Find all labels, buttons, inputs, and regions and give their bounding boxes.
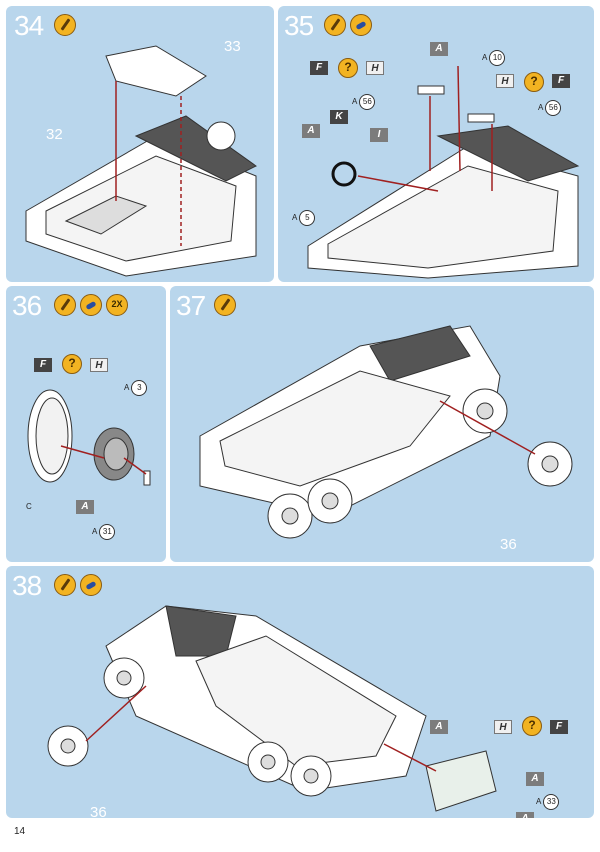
step-36-drawing (27, 389, 151, 486)
step-38-panel: 38 36 A H ? F A A33 A (6, 566, 594, 818)
paint-code-a-flag-top: A (430, 720, 448, 734)
paint-brush-icon (214, 294, 236, 316)
step-number: 38 (12, 570, 42, 601)
help-icon: ? (62, 354, 82, 374)
paint-code-h-flag: H (494, 720, 512, 734)
step-number: 35 (284, 10, 314, 41)
paint-brush-icon (54, 574, 76, 596)
paint-code-h-flag: H (90, 358, 108, 372)
part-label-32: 32 (46, 126, 63, 143)
step-37-drawing (199, 325, 573, 539)
step-number: 34 (14, 10, 44, 41)
paint-code-f-flag: F (34, 358, 52, 372)
step-35-drawing (307, 65, 580, 279)
help-icon: ? (522, 716, 542, 736)
glue-icon (350, 14, 372, 36)
paint-code-a-flag-bottom: A (516, 812, 534, 818)
paint-code-a-flag: A (430, 42, 448, 56)
paint-brush-icon (54, 14, 76, 36)
step-number: 37 (176, 290, 206, 321)
paint-code-k-flag: K (330, 110, 348, 124)
step-34-drawing (25, 45, 257, 277)
page-number: 14 (14, 826, 26, 837)
part-label-36: 36 (500, 536, 517, 553)
paint-code-f-flag-right: F (552, 74, 570, 88)
quantity-badge: 2X (106, 294, 128, 316)
glue-icon (80, 294, 102, 316)
help-icon: ? (338, 58, 358, 78)
paint-code-f-flag: F (310, 61, 328, 75)
paint-code-i-flag: I (370, 128, 388, 142)
paint-code-h-flag-right: H (496, 74, 514, 88)
step-38-drawing (47, 605, 497, 812)
paint-brush-icon (54, 294, 76, 316)
step-37-panel: 37 36 (170, 286, 594, 562)
part-ref-c: C (26, 502, 32, 511)
part-label-36: 36 (90, 804, 107, 818)
paint-code-h-flag: H (366, 61, 384, 75)
part-label-33: 33 (224, 38, 241, 55)
paint-brush-icon (324, 14, 346, 36)
step-number: 36 (12, 290, 42, 321)
paint-code-a-flag-wheel: A (302, 124, 320, 138)
step-34-panel: 34 33 32 (6, 6, 274, 282)
paint-code-a-flag-mid: A (526, 772, 544, 786)
glue-icon (80, 574, 102, 596)
paint-code-a-flag: A (76, 500, 94, 514)
help-icon-right: ? (524, 72, 544, 92)
paint-code-f-flag: F (550, 720, 568, 734)
